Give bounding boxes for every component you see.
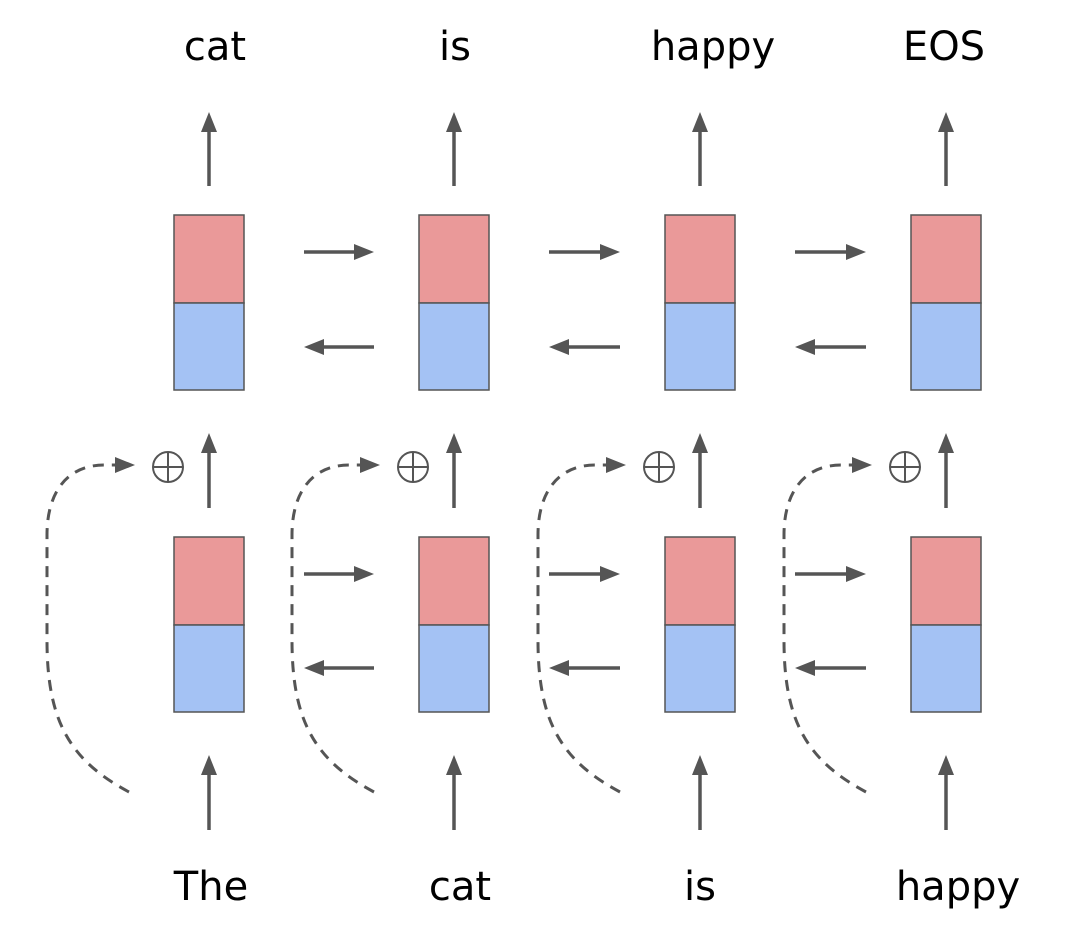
lower-forward-arrow-2 (549, 566, 620, 582)
skip-connection-1 (45, 457, 135, 794)
output-word-4: EOS (903, 24, 985, 70)
circled-plus-icon-3 (643, 451, 675, 483)
layer-up-arrow-3 (692, 433, 708, 508)
input-arrow-1 (201, 755, 217, 830)
lower-forward-arrow-1 (304, 566, 374, 582)
output-arrow-3 (692, 112, 708, 186)
input-arrow-4 (938, 755, 954, 830)
upper-backward-arrow-1 (304, 339, 374, 355)
output-word-1: cat (184, 24, 246, 70)
lower-backward-arrow-3 (795, 660, 866, 676)
skip-arrow-head-1 (115, 457, 135, 473)
upper-forward-state-3 (664, 214, 736, 304)
input-word-3: is (684, 864, 716, 910)
skip-connections (45, 457, 872, 794)
lower-backward-arrow-1 (304, 660, 374, 676)
circled-plus-icon-1 (152, 451, 184, 483)
skip-arrow-head-3 (606, 457, 626, 473)
layer-up-arrow-4 (938, 433, 954, 508)
add-operations (152, 451, 921, 483)
rnn-cells (173, 214, 982, 713)
upper-backward-arrow-3 (795, 339, 866, 355)
lower-backward-state-3 (664, 624, 736, 713)
input-word-2: cat (429, 864, 491, 910)
lower-backward-state-4 (910, 624, 982, 713)
output-arrow-4 (938, 112, 954, 186)
lower-backward-state-1 (173, 624, 245, 713)
upper-backward-state-4 (910, 302, 982, 391)
upper-backward-state-1 (173, 302, 245, 391)
lower-forward-state-2 (418, 536, 490, 626)
upper-backward-arrow-2 (549, 339, 620, 355)
lower-forward-state-1 (173, 536, 245, 626)
layer-up-arrow-1 (201, 433, 217, 508)
upper-forward-arrow-1 (304, 244, 374, 260)
input-arrow-2 (446, 755, 462, 830)
upper-forward-state-1 (173, 214, 245, 304)
connection-arrows (201, 112, 954, 830)
skip-arrow-head-4 (852, 457, 872, 473)
circled-plus-icon-4 (889, 451, 921, 483)
upper-backward-state-3 (664, 302, 736, 391)
lower-backward-arrow-2 (549, 660, 620, 676)
input-word-1: The (173, 864, 248, 910)
upper-forward-arrow-2 (549, 244, 620, 260)
lower-forward-arrow-3 (795, 566, 866, 582)
input-arrow-3 (692, 755, 708, 830)
lower-backward-state-2 (418, 624, 490, 713)
lower-forward-state-4 (910, 536, 982, 626)
output-word-3: happy (651, 24, 775, 70)
upper-forward-state-2 (418, 214, 490, 304)
skip-arrow-head-2 (360, 457, 380, 473)
skip-connection-3 (536, 457, 626, 794)
output-word-2: is (439, 24, 471, 70)
skip-connection-4 (782, 457, 872, 794)
upper-forward-arrow-3 (795, 244, 866, 260)
input-word-4: happy (896, 864, 1020, 910)
output-arrow-1 (201, 112, 217, 186)
layer-up-arrow-2 (446, 433, 462, 508)
output-arrow-2 (446, 112, 462, 186)
upper-forward-state-4 (910, 214, 982, 304)
lower-forward-state-3 (664, 536, 736, 626)
circled-plus-icon-2 (397, 451, 429, 483)
skip-connection-2 (290, 457, 380, 794)
upper-backward-state-2 (418, 302, 490, 391)
